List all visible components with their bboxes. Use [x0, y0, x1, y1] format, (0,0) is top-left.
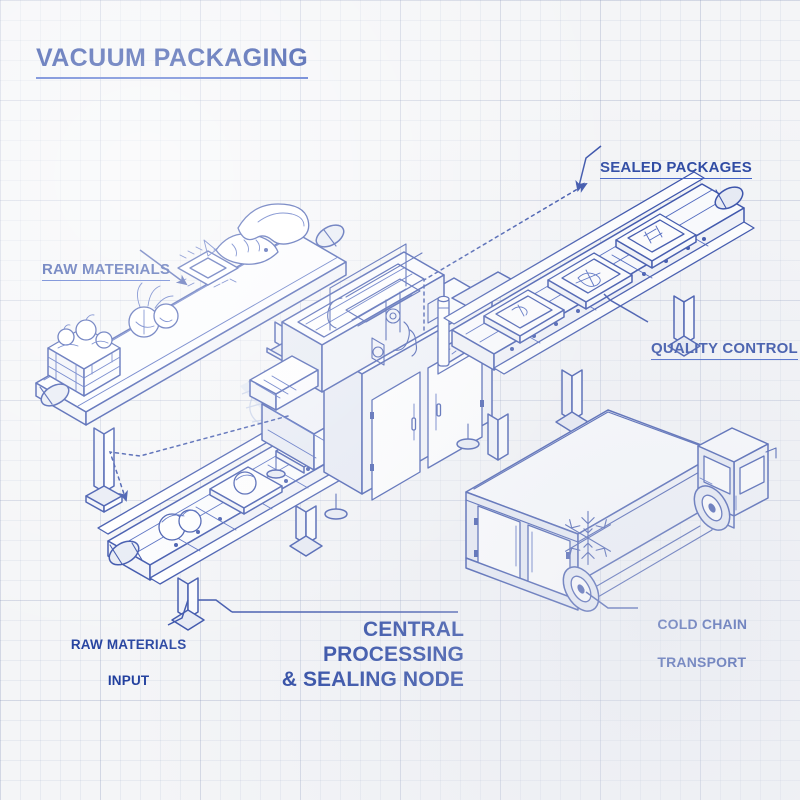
label-cold-chain-line2: TRANSPORT: [657, 654, 747, 670]
leader-raw-input: [167, 599, 189, 626]
leader-central-hook: [198, 599, 233, 613]
produce-crate: [47, 314, 121, 397]
conveyor-leg: [171, 577, 205, 631]
tray-on-belt: [209, 466, 283, 515]
vegetable-cluster: [128, 282, 179, 338]
sealed-package: [615, 213, 697, 269]
leader-cold-chain: [585, 591, 638, 609]
label-raw-materials-text: RAW MATERIALS: [42, 261, 171, 281]
infeed-conveyor-upper: [35, 203, 347, 513]
conveyor-leg: [667, 295, 701, 357]
label-raw-materials-input: RAW MATERIALS INPUT: [55, 618, 186, 708]
label-central-line1: CENTRAL PROCESSING: [322, 618, 464, 666]
conveyor-leg: [487, 413, 509, 461]
label-central-line2: & SEALING NODE: [281, 668, 464, 691]
outfeed-conveyor: [443, 171, 755, 461]
machine-foot: [456, 423, 480, 450]
cold-chain-truck: [465, 409, 777, 612]
label-sealed-packages-text: SEALED PACKAGES: [600, 159, 752, 179]
conveyor-leg: [85, 427, 123, 513]
conveyor-leg: [289, 505, 323, 557]
microchip-icon: [177, 246, 239, 291]
machine-foot: [266, 453, 286, 479]
label-quality-control-text: QUALITY CONTROL: [651, 340, 798, 360]
page-title-text: VACUUM PACKAGING: [36, 44, 309, 79]
truck-wheel: [562, 566, 600, 612]
conveyor-leg: [555, 369, 589, 433]
meat-cut-icon: [237, 203, 310, 245]
flow-line-sealed: [423, 182, 588, 331]
label-raw-input-line1: RAW MATERIALS: [70, 637, 187, 652]
vent-post: [437, 295, 450, 367]
sealed-package: [483, 289, 565, 344]
produce-on-belt: [158, 509, 202, 541]
label-sealed-packages: SEALED PACKAGES: [600, 125, 752, 213]
leader-quality-control: [603, 293, 649, 323]
sealed-package: [547, 252, 633, 310]
label-central-node: CENTRAL PROCESSING & SEALING NODE: [218, 617, 464, 692]
label-cold-chain-line1: COLD CHAIN: [657, 616, 748, 632]
label-cold-chain-transport: COLD CHAIN TRANSPORT: [641, 596, 747, 691]
flow-line-input: [108, 415, 289, 502]
snowflake-icon: [564, 510, 612, 566]
label-raw-materials: RAW MATERIALS: [42, 227, 171, 315]
leader-raw-materials: [139, 249, 188, 286]
truck-wheel: [693, 485, 731, 531]
label-quality-control: QUALITY CONTROL: [651, 306, 798, 394]
label-raw-input-line2: INPUT: [107, 673, 150, 688]
leader-sealed-packages: [575, 145, 602, 192]
machine-foot: [324, 493, 348, 520]
page-title: VACUUM PACKAGING: [36, 44, 309, 79]
